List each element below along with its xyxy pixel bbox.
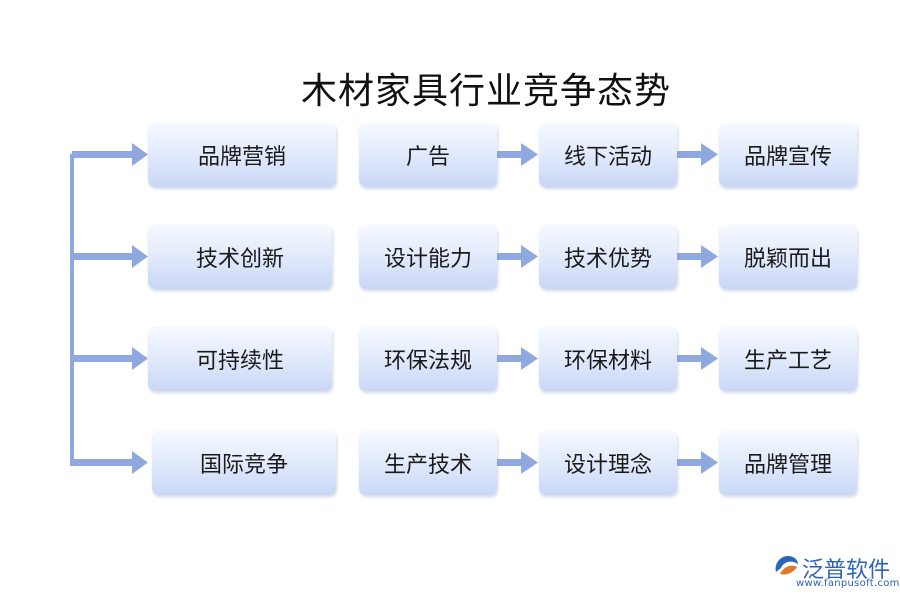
arrow-r2-c2-c3 [497,245,538,268]
node-tech-innovation: 技术创新 [148,225,332,289]
branch-arrow-row-1 [72,143,148,166]
node-brand-marketing: 品牌营销 [148,123,336,187]
node-brand-promotion: 品牌宣传 [719,123,857,187]
logo-url: www.fanpusoft.com [796,578,900,589]
node-offline-events: 线下活动 [539,123,677,187]
branch-arrow-row-2 [72,245,148,268]
arrow-r1-c2-c3 [497,143,538,166]
node-env-regulations: 环保法规 [359,327,497,391]
trunk-line [70,154,74,466]
fanpu-logo: 泛普软件 www.fanpusoft.com [772,550,900,590]
node-design-concept: 设计理念 [539,431,677,495]
arrow-r2-c3-c4 [677,245,718,268]
arrow-r4-c3-c4 [677,451,718,474]
node-tech-advantage: 技术优势 [539,225,677,289]
node-design-ability: 设计能力 [359,225,497,289]
logo-name: 泛普软件 [802,558,891,583]
arrow-r3-c2-c3 [497,347,538,370]
fanpu-logo-icon [775,556,798,575]
node-eco-materials: 环保材料 [539,327,677,391]
node-sustainability: 可持续性 [148,327,332,391]
node-production-process: 生产工艺 [719,327,857,391]
arrow-r3-c3-c4 [677,347,718,370]
node-intl-competition: 国际竞争 [152,431,336,495]
node-production-tech: 生产技术 [359,431,497,495]
branch-arrow-row-3 [72,347,148,370]
node-advertising: 广告 [359,123,497,187]
arrow-r1-c3-c4 [677,143,718,166]
node-brand-management: 品牌管理 [719,431,857,495]
node-stand-out: 脱颖而出 [719,225,857,289]
branch-arrow-row-4 [72,451,148,474]
arrow-r4-c2-c3 [497,451,538,474]
diagram-title: 木材家具行业竞争态势 [300,71,671,112]
